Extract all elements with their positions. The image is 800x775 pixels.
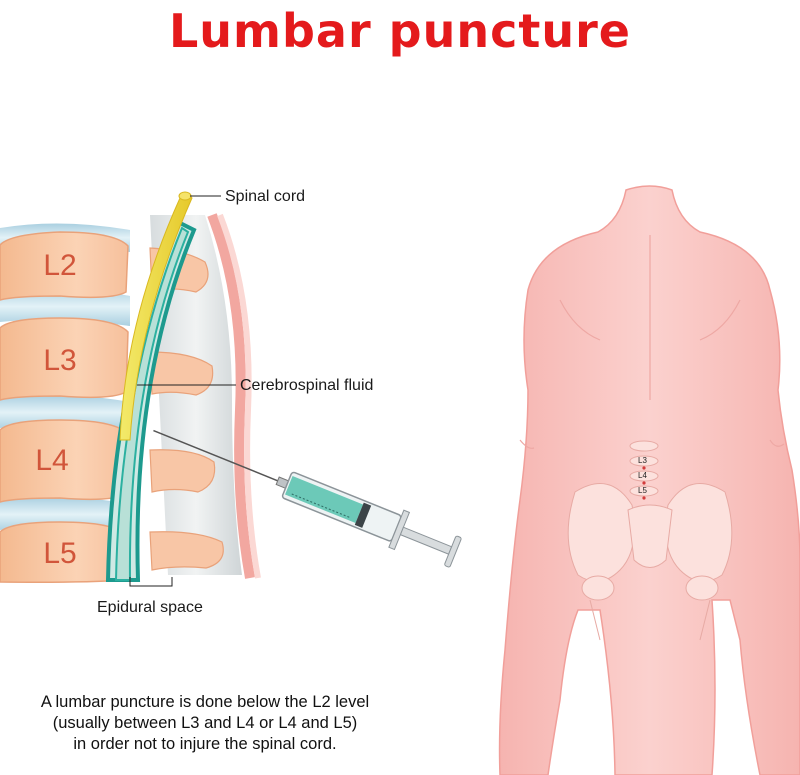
spinal-cord-label: Spinal cord [225, 188, 305, 205]
body-back-view [498, 185, 800, 775]
vertebra-label-l4: L4 [35, 444, 68, 477]
body-marker-l5: L5 [638, 486, 647, 495]
vertebra-label-l5: L5 [43, 537, 76, 570]
vertebra-l2 [0, 231, 129, 301]
caption-line: A lumbar puncture is done below the L2 l… [40, 693, 370, 711]
spine-cross-section [0, 191, 261, 583]
caption: A lumbar puncture is done below the L2 l… [10, 692, 400, 755]
caption-line: in order not to injure the spinal cord. [73, 735, 337, 753]
epidural-space-label: Epidural space [97, 599, 203, 616]
epidural-bracket [129, 577, 173, 587]
body-marker-l3: L3 [638, 456, 647, 465]
syringe [153, 429, 462, 568]
page-title: Lumbar puncture [169, 4, 631, 58]
vertebra-label-l3: L3 [43, 344, 76, 377]
caption-line: (usually between L3 and L4 or L4 and L5) [52, 714, 358, 732]
csf-label: Cerebrospinal fluid [240, 377, 373, 394]
vertebra-label-l2: L2 [43, 249, 76, 282]
body-marker-l4: L4 [638, 471, 647, 480]
